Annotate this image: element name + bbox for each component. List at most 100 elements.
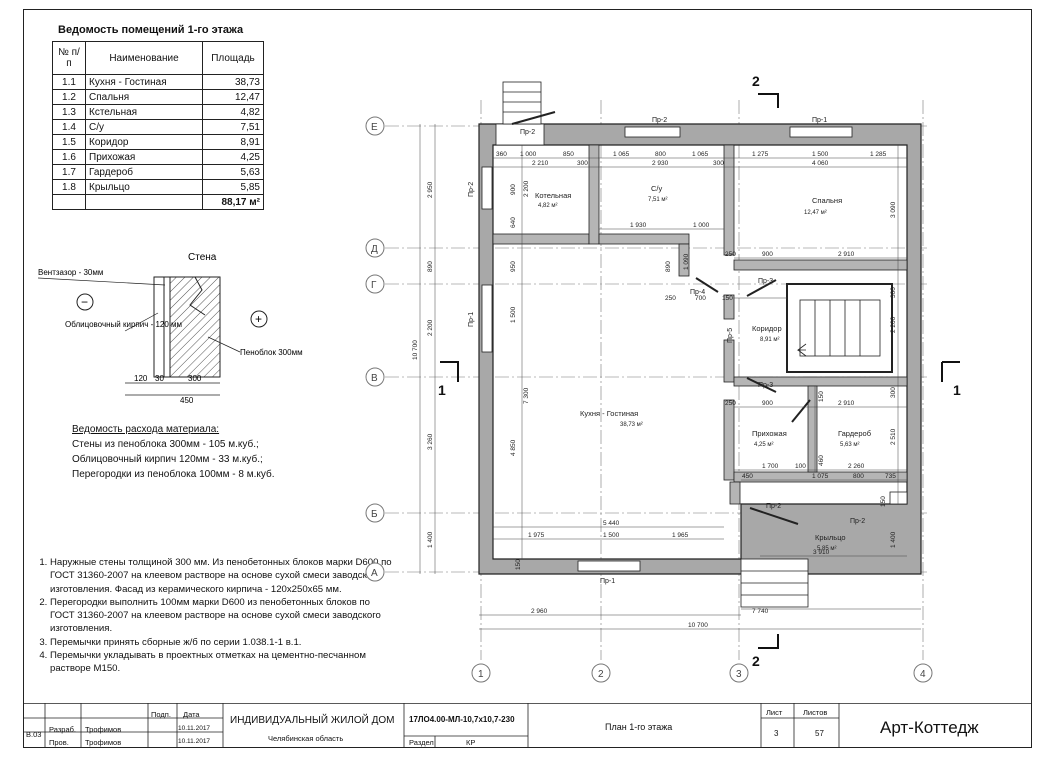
title-block (23, 703, 1032, 748)
room-labels: Котельная 4,82 м² С/у 7,51 м² Спальня 12… (535, 184, 871, 552)
dim-text: 1 065 (613, 151, 630, 158)
sheet-number: 3 (774, 729, 779, 738)
section-mark-labels: 1 1 2 2 (438, 73, 961, 669)
dim-text: 1 500 (510, 306, 517, 323)
sheet-header: Лист (766, 708, 783, 717)
dim-text: 1 700 (762, 463, 779, 470)
axis-label: 2 (598, 669, 604, 680)
dim-text: 2 200 (427, 319, 434, 336)
dim-text: 300 (890, 387, 897, 398)
date-checker: 10.11.2017 (178, 738, 211, 745)
dim-text: 1 000 (520, 151, 537, 158)
dim-text: 2 910 (838, 251, 855, 258)
dim-text: 900 (762, 251, 773, 258)
dim-text: 1 285 (870, 151, 887, 158)
dim-text: 2 910 (838, 400, 855, 407)
sheet-code: В.03 (26, 730, 42, 739)
dim-text: 250 (665, 295, 676, 302)
section-marks (440, 93, 960, 649)
dim-text: 300 (890, 287, 897, 298)
dim-text: 2 200 (523, 180, 530, 197)
dim-text: 2 200 (890, 316, 897, 333)
dim-text: 4 060 (812, 160, 829, 167)
block-label: Пеноблок 300мм (240, 348, 303, 357)
room-table-header: № п/п (52, 41, 86, 75)
window-opening (577, 560, 641, 572)
stair (786, 283, 893, 373)
note-item: Перегородки выполнить 100мм марки D600 и… (50, 596, 395, 636)
opening-label: Пр-2 (766, 503, 781, 510)
dim-text: 735 (885, 473, 896, 480)
dim-text: 1 400 (890, 531, 897, 548)
room-area-label: 5,85 м² (817, 546, 836, 552)
dim-text: 4 850 (510, 439, 517, 456)
dim-text: 2 510 (890, 428, 897, 445)
room-label: Крыльцо (815, 533, 846, 542)
dim-text: 1 065 (692, 151, 709, 158)
dim-text: 300 (713, 160, 724, 167)
sign-header: Подп. (151, 710, 171, 719)
wall-detail-title: Стена (188, 252, 217, 263)
room-label: Гардероб (838, 429, 871, 438)
plus-sign: + (255, 312, 262, 326)
sheet-title: План 1-го этажа (605, 722, 673, 732)
axis-label: В (371, 373, 378, 384)
project-name: ИНДИВИДУАЛЬНЫЙ ЖИЛОЙ ДОМ (230, 715, 395, 726)
dim-text: 460 (818, 455, 825, 466)
opening-label: Пр-2 (652, 117, 667, 124)
room-total: 88,17 м² (202, 194, 264, 210)
dim-text: 1 275 (752, 151, 769, 158)
section-label: 1 (438, 382, 446, 398)
wall-detail: Стена Вентзазор - 30мм − + Облицовочный … (37, 252, 303, 405)
dim-text: 150 (880, 496, 887, 507)
room-label: С/у (651, 184, 663, 193)
brick-label: Облицовочный кирпич - 120 мм (65, 320, 182, 329)
dim-text: 300 (577, 160, 588, 167)
dim-text: 300 (188, 374, 202, 383)
axis-label: 1 (478, 669, 484, 680)
date-developer: 10.11.2017 (178, 725, 211, 732)
dim-text: 3 090 (890, 201, 897, 218)
dim-text: 900 (510, 184, 517, 195)
note-item: Наружные стены толщиной 300 мм. Из пеноб… (50, 556, 395, 596)
dim-text: 900 (762, 400, 773, 407)
opening-label: Пр-2 (520, 129, 535, 136)
stair-arrow (796, 343, 807, 357)
dim-text: 360 (496, 151, 507, 158)
opening-label: Пр-2 (468, 182, 475, 197)
dim-text: 250 (725, 251, 736, 258)
floor-plan: Е Д Г В Б А 1 2 3 4 (365, 73, 961, 683)
section-header: Раздел (409, 738, 434, 747)
axis-label: Е (371, 122, 378, 133)
section-label: 2 (752, 653, 760, 669)
axis-label: Д (371, 244, 378, 255)
date-header: Дата (183, 710, 200, 719)
window-opening (624, 126, 681, 138)
dim-text: 2 210 (532, 160, 549, 167)
general-notes: Наружные стены толщиной 300 мм. Из пеноб… (32, 556, 395, 676)
dim-text: 1 965 (672, 532, 689, 539)
dim-text: 10 700 (688, 622, 708, 629)
opening-labels: Пр-2 Пр-2 Пр-1 Пр-1 Пр-3 Пр-3 Пр-4 Пр-2 … (468, 117, 865, 585)
dim-text: 2 950 (427, 181, 434, 198)
minus-symbol (76, 293, 94, 311)
materials-line: Облицовочный кирпич 120мм - 33 м.куб.; (72, 454, 263, 465)
section-label: 2 (752, 73, 760, 89)
dim-text: 700 (695, 295, 706, 302)
materials-title: Ведомость расхода материала: (72, 424, 220, 435)
window-opening (789, 126, 853, 138)
room-area-label: 4,82 м² (538, 203, 557, 209)
dim-text: 800 (853, 473, 864, 480)
door-opening (889, 491, 908, 505)
materials-line: Перегородки из пеноблока 100мм - 8 м.куб… (72, 469, 275, 480)
project-location: Челябинская область (268, 734, 344, 743)
room-area-label: 12,47 м² (804, 210, 827, 216)
room-area-label: 38,73 м² (620, 422, 643, 428)
axis-label: Б (371, 509, 378, 520)
axis-label: Г (371, 280, 377, 291)
room-table-header: Наименование (85, 41, 203, 75)
opening-label: Пр-1 (468, 312, 475, 327)
section-label: 1 (953, 382, 961, 398)
